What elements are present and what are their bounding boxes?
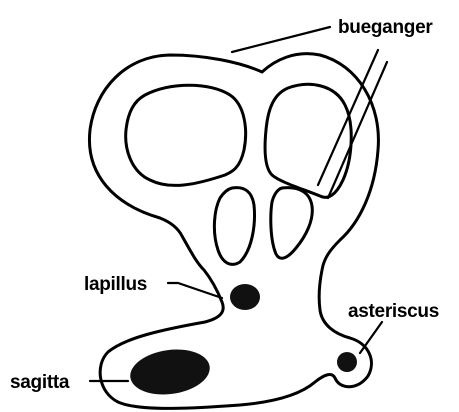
- bueganger-label: bueganger: [338, 17, 433, 38]
- sagitta-otolith: [127, 345, 212, 400]
- asteriscus-otolith: [337, 352, 357, 372]
- sagitta-label: sagitta: [10, 372, 70, 393]
- asteriscus-label: asteriscus: [348, 301, 439, 322]
- lapillus-label: lapillus: [84, 274, 147, 295]
- anterior-canal-hole: [126, 85, 246, 185]
- lower-left-canal-hole: [214, 188, 254, 265]
- asteriscus-leader-line: [360, 322, 382, 353]
- lower-right-canal-hole: [271, 188, 313, 259]
- bueganger-leader-line-1: [232, 27, 330, 52]
- lapillus-otolith: [230, 284, 260, 310]
